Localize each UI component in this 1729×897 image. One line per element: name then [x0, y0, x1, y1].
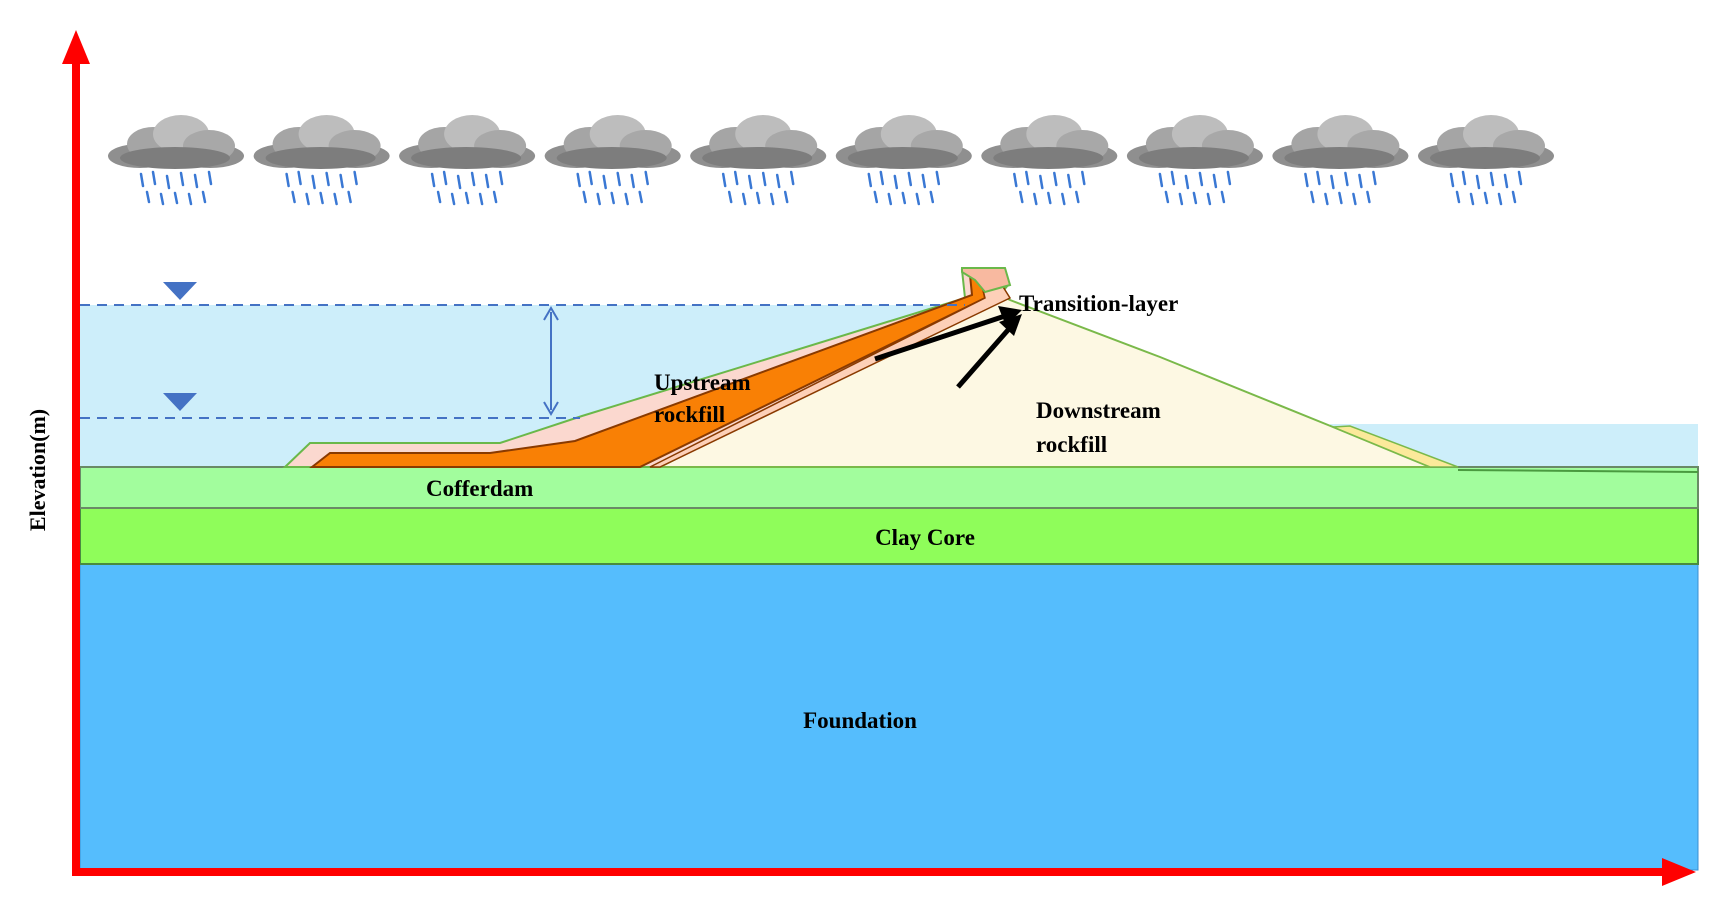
rain-clouds: [106, 113, 1556, 206]
upstream-rockfill-label-line1: Upstream: [654, 370, 751, 395]
high-water-level-marker-icon: [163, 282, 197, 300]
upstream-rockfill-zone: [309, 274, 987, 468]
upstream-rockfill-label: Upstream rockfill: [654, 370, 756, 427]
transition-layer-label: Transition-layer: [1019, 291, 1178, 316]
rain-cloud-icon: [543, 113, 682, 206]
downstream-ground-line: [1457, 469, 1699, 473]
cofferdam-label: Cofferdam: [426, 476, 533, 501]
transition-layer-arrows: [874, 306, 1022, 389]
y-axis-label: Elevation(m): [25, 409, 50, 531]
foundation-label: Foundation: [803, 708, 917, 733]
water-fluctuation-arrow: [543, 306, 559, 416]
rain-cloud-icon: [1271, 113, 1410, 206]
clay-core-label: Clay Core: [875, 525, 975, 550]
downstream-rockfill-label-line1: Downstream: [1036, 398, 1161, 423]
rain-cloud-icon: [688, 113, 828, 206]
rain-cloud-icon: [106, 113, 246, 206]
dam-crest: [961, 267, 1012, 294]
upstream-rockfill-label-line2: rockfill: [654, 402, 725, 427]
vertical-axis: [62, 30, 90, 876]
downstream-rockfill-label-line2: rockfill: [1036, 432, 1107, 457]
horizontal-axis: [72, 858, 1696, 886]
downstream-rockfill-label: Downstream rockfill: [1036, 398, 1167, 457]
rain-cloud-icon: [252, 113, 391, 206]
cofferdam-layer: [79, 466, 1699, 509]
rain-cloud-icon: [980, 113, 1119, 206]
rain-cloud-icon: [834, 113, 974, 206]
foundation-layer: [79, 563, 1699, 871]
downstream-toe-strip: [1332, 425, 1459, 468]
rain-cloud-icon: [1125, 113, 1265, 206]
low-water-level-marker-icon: [163, 393, 197, 411]
rain-cloud-icon: [1416, 113, 1556, 206]
rain-cloud-icon: [397, 113, 537, 206]
